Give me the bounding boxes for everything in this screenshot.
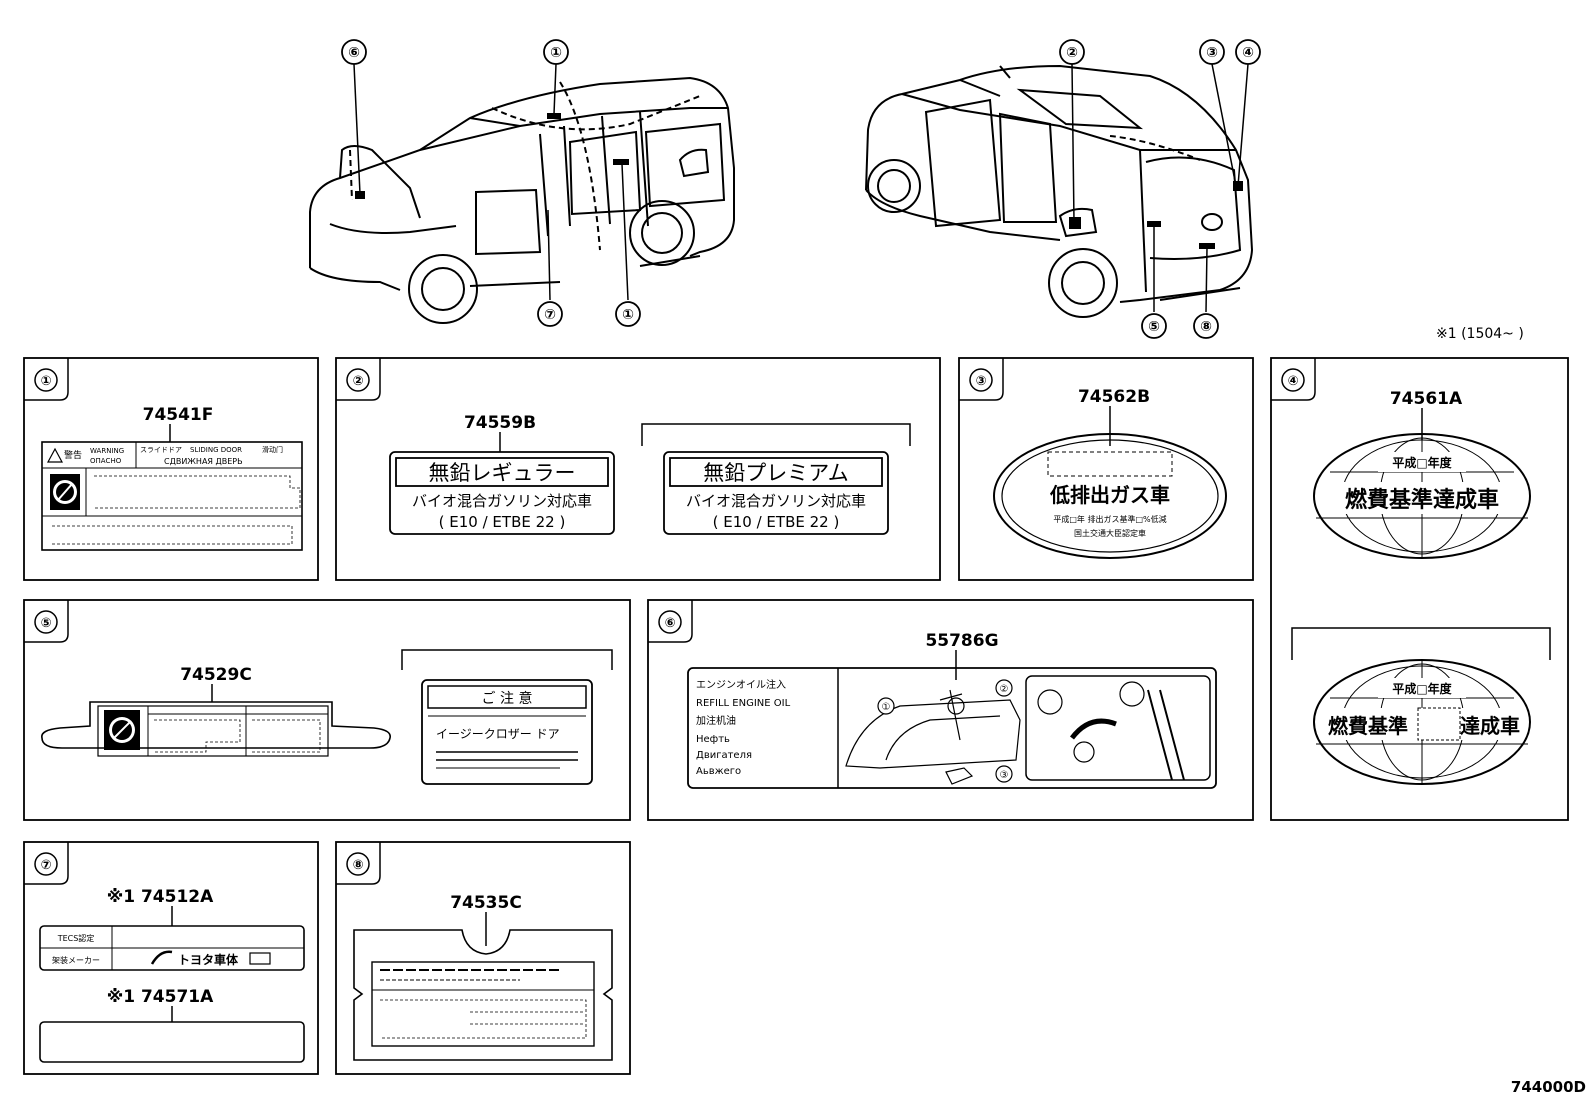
fuel-label-premium: 無鉛プレミアム バイオ混合ガソリン対応車 ( E10 / ETBE 22 ) bbox=[663, 451, 889, 535]
fuel-economy-label-a bbox=[1313, 433, 1531, 559]
label-1-zh: 滑动门 bbox=[262, 445, 283, 454]
label-74571A bbox=[39, 1021, 305, 1063]
warning-label-74541F: 警告 WARNING ОПАСНО スライドドア SLIDING DOOR 滑动… bbox=[41, 441, 303, 551]
oil-label-line-3: 加注机油 bbox=[696, 714, 736, 727]
fuel-label-premium-title: 無鉛プレミアム bbox=[703, 461, 849, 485]
fuel-label-regular: 無鉛レギュラー バイオ混合ガソリン対応車 ( E10 / ETBE 22 ) bbox=[389, 451, 615, 535]
panel-2-part-number: 74559B bbox=[464, 413, 536, 433]
oil-label-line-4: Нефть bbox=[696, 734, 730, 745]
oil-sub-callout-3: ③ bbox=[1000, 770, 1009, 781]
oil-label-line-2: REFILL ENGINE OIL bbox=[696, 698, 791, 709]
fuel-economy-a-title: 燃費基準達成車 bbox=[1345, 487, 1499, 513]
callout-1b-top: ① bbox=[622, 307, 634, 323]
panel-5-number: ⑤ bbox=[40, 616, 51, 631]
label-1-caution-jp: 警告 bbox=[64, 449, 82, 461]
vehicle-front-view bbox=[309, 76, 735, 324]
label-1-sliding-door: SLIDING DOOR bbox=[190, 446, 242, 454]
oil-label-line-6: Аьвжего bbox=[696, 766, 741, 777]
panel-3-number: ③ bbox=[975, 374, 986, 389]
label-1-warning-ru: ОПАСНО bbox=[90, 457, 122, 465]
panel-3-part-number: 74562B bbox=[1078, 387, 1150, 407]
emission-label-title: 低排出ガス車 bbox=[1049, 483, 1170, 507]
panel-5-frame bbox=[23, 599, 631, 821]
panel-1-frame bbox=[23, 357, 319, 581]
panel-7-frame bbox=[23, 841, 319, 1075]
tecs-maker: トヨタ車体 bbox=[178, 952, 239, 967]
fuel-label-premium-spec: ( E10 / ETBE 22 ) bbox=[713, 513, 840, 531]
panel-2-frame bbox=[335, 357, 941, 581]
fuel-economy-b-title-pre: 燃費基準 bbox=[1328, 714, 1408, 738]
panel-6-number: ⑥ bbox=[664, 616, 675, 631]
panel-4-part-number: 74561A bbox=[1390, 389, 1463, 409]
emission-label-74562B: 低排出ガス車 平成□年 排出ガス基準□%低減 国土交通大臣認定車 bbox=[993, 433, 1227, 559]
panel-7-part-number-b: ※1 74571A bbox=[107, 987, 214, 1007]
warning-label-74529C bbox=[41, 701, 391, 757]
callout-5-top: ⑤ bbox=[1148, 319, 1160, 335]
fuel-economy-a-year: 平成□年度 bbox=[1392, 455, 1452, 470]
tecs-label-74512A: TECS認定 架装メーカー トヨタ車体 bbox=[39, 925, 305, 971]
callout-1-top: ① bbox=[550, 45, 562, 61]
panel-5-part-number: 74529C bbox=[180, 665, 252, 685]
easy-closer-caution: ご 注 意 bbox=[482, 690, 533, 707]
oil-label-line-1: エンジンオイル注入 bbox=[696, 678, 786, 691]
tecs-row2-label: 架装メーカー bbox=[52, 955, 100, 965]
callout-2-top: ② bbox=[1066, 45, 1078, 61]
panel-7-number: ⑦ bbox=[40, 858, 51, 873]
fuel-economy-b-title-post: 達成車 bbox=[1460, 714, 1520, 738]
fuel-economy-b-year: 平成□年度 bbox=[1392, 681, 1452, 696]
panel-2-number: ② bbox=[352, 374, 363, 389]
info-label-74535C bbox=[353, 929, 613, 1061]
label-1-warning: WARNING bbox=[90, 447, 124, 455]
panel-8-number: ⑧ bbox=[352, 858, 363, 873]
panel-3-frame bbox=[958, 357, 1254, 581]
oil-sub-callout-1: ① bbox=[882, 702, 891, 713]
engine-oil-label-55786G: エンジンオイル注入 REFILL ENGINE OIL 加注机油 Нефть Д… bbox=[687, 667, 1217, 789]
label-1-slide-jp: スライドドア bbox=[140, 446, 182, 454]
header-note: ※1 (1504~ ) bbox=[1436, 326, 1524, 342]
vehicle-rear-view bbox=[865, 64, 1254, 318]
emission-label-line2: 国土交通大臣認定車 bbox=[1074, 528, 1146, 538]
panel-1-part-number: 74541F bbox=[143, 405, 214, 425]
callout-7-top: ⑦ bbox=[544, 307, 556, 323]
callout-6-top: ⑥ bbox=[348, 45, 360, 61]
easy-closer-label: ご 注 意 イージークロザー ドア bbox=[421, 679, 593, 785]
oil-sub-callout-2: ② bbox=[1000, 684, 1009, 695]
panel-8-frame bbox=[335, 841, 631, 1075]
diagram-code: 744000D bbox=[1511, 1078, 1586, 1096]
emission-label-line1: 平成□年 排出ガス基準□%低減 bbox=[1053, 514, 1166, 524]
panel-6-frame bbox=[647, 599, 1254, 821]
callout-3-top: ③ bbox=[1206, 45, 1218, 61]
fuel-label-regular-spec: ( E10 / ETBE 22 ) bbox=[439, 513, 566, 531]
fuel-label-premium-bio: バイオ混合ガソリン対応車 bbox=[686, 492, 866, 510]
panel-8-part-number: 74535C bbox=[450, 893, 522, 913]
callout-8-top: ⑧ bbox=[1200, 319, 1212, 335]
label-1-ru-door: СДВИЖНАЯ ДВЕРЬ bbox=[164, 457, 243, 466]
oil-label-line-5: Двигателя bbox=[696, 750, 752, 761]
panel-4-number: ④ bbox=[1287, 374, 1298, 389]
panel-6-part-number: 55786G bbox=[925, 631, 998, 651]
fuel-label-regular-title: 無鉛レギュラー bbox=[429, 461, 576, 485]
toyota-body-logo bbox=[150, 950, 173, 965]
callout-4-top: ④ bbox=[1242, 45, 1254, 61]
fuel-label-regular-bio: バイオ混合ガソリン対応車 bbox=[412, 492, 592, 510]
panel-7-part-number-a: ※1 74512A bbox=[107, 887, 214, 907]
tecs-row1-label: TECS認定 bbox=[57, 933, 95, 943]
fuel-economy-label-b bbox=[1313, 659, 1531, 785]
panel-1-number: ① bbox=[40, 374, 51, 389]
easy-closer-text: イージークロザー ドア bbox=[436, 727, 560, 741]
panel-4-frame bbox=[1270, 357, 1569, 821]
